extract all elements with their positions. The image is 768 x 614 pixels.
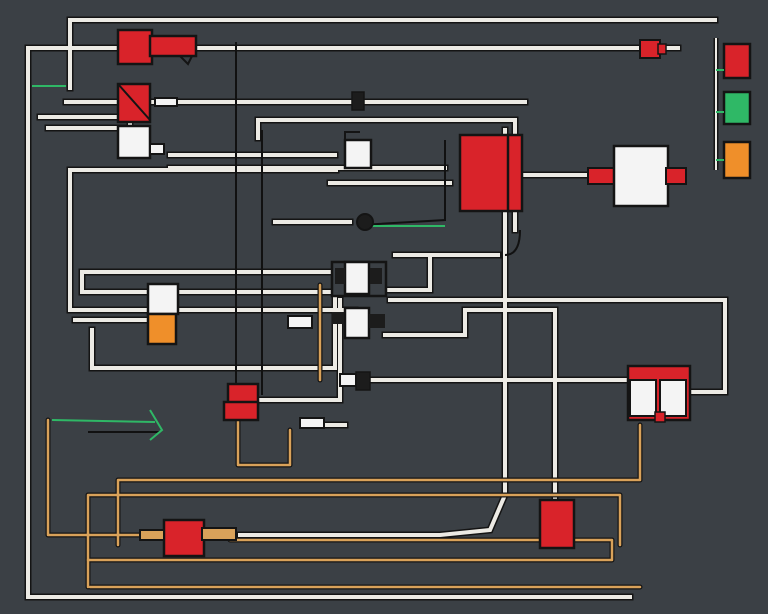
tan-wire-left: [46, 418, 162, 537]
probe-connector-lower: [339, 371, 371, 391]
wire-right-long-loop: [388, 298, 727, 394]
legend-swatch-green: [722, 90, 752, 126]
red-relay-large: [458, 133, 524, 213]
tan-wire-bottom-3: [86, 538, 614, 562]
green-wire-arrow: [51, 419, 156, 423]
dark-knob: [356, 213, 374, 231]
tan-wire-plug-loop: [236, 413, 292, 467]
probe-tip-upper-left: [154, 97, 178, 107]
red-block-bottom: [538, 498, 576, 550]
white-block-center-mid: [330, 260, 388, 298]
wire-center-bus-drop: [80, 270, 152, 294]
white-block-upper-left: [116, 124, 165, 160]
white-block-center-upper: [343, 131, 373, 170]
legend-swatch-red: [722, 42, 752, 80]
red-relay-second: [116, 82, 152, 124]
red-relay-top: [116, 28, 198, 66]
wire-right-lower-loop: [383, 308, 557, 502]
small-probe: [299, 417, 325, 429]
thin-wire-right: [359, 140, 446, 226]
wire-center-riser: [238, 128, 507, 537]
red-plug-top-right: [639, 39, 667, 59]
green-wire-arrow-tip: [149, 409, 164, 441]
white-block-center-lower: [332, 306, 385, 340]
legend-panel: [713, 38, 752, 180]
white-orange-module: [146, 282, 180, 346]
wire-right-hook: [383, 253, 432, 292]
tan-wire-group: [45, 282, 643, 590]
wire-left-frame: [68, 168, 338, 312]
thin-wire-group: [88, 42, 521, 433]
red-block-bottom-left: [139, 518, 237, 558]
thin-wire-right-2: [504, 229, 521, 256]
wire-outer-left-loop: [26, 46, 632, 599]
wire-top-long: [68, 18, 717, 90]
tan-wire-bottom-2: [116, 423, 642, 547]
wire-bottom-hook: [256, 298, 342, 402]
wire-lower-left-loop: [90, 283, 337, 370]
probe-connector-upper: [351, 91, 365, 111]
red-plug-hanging: [222, 382, 260, 422]
probe-center: [287, 315, 313, 329]
white-box-right: [587, 144, 687, 208]
tan-wire-bottom-1: [86, 493, 622, 589]
green-wire-group: [32, 85, 445, 441]
legend-swatch-orange: [722, 140, 752, 180]
relay-box-right: [626, 364, 692, 423]
